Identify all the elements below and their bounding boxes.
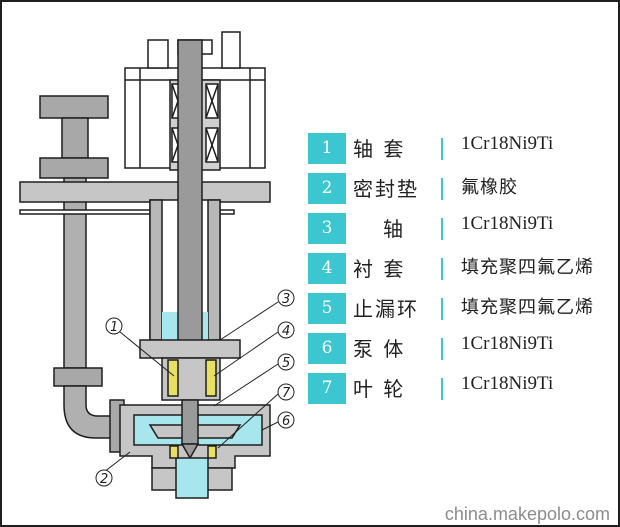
callout-5 [277,353,295,371]
part-name: 止漏环 [353,297,419,321]
part-number-badge: 4 [308,253,346,284]
part-name: 轴 套 [353,137,406,161]
part-material: 氟橡胶 [461,177,518,198]
part-material: 1Cr18Ni9Ti [461,213,554,234]
part-name: 衬 套 [353,257,406,281]
column-separator [441,138,443,160]
column-separator [441,258,443,280]
base-plate [19,181,271,203]
column-separator [441,378,443,400]
part-row: 7 叶 轮 1Cr18Ni9Ti [306,370,606,410]
part-name: 轴 [383,217,405,241]
pump-shaft [177,39,203,361]
callout-2-label: 2 [100,472,108,487]
part-row: 1 轴 套 1Cr18Ni9Ti [306,130,606,170]
part-number-badge: 2 [308,173,346,204]
part-row: 3 轴 1Cr18Ni9Ti [306,210,606,250]
callout-7 [277,383,295,401]
callout-2 [95,469,113,487]
pump-casing [119,399,271,499]
part-material: 1Cr18Ni9Ti [461,133,554,154]
callout-3-label: 3 [282,292,290,307]
part-number-badge: 7 [308,373,346,404]
part-material: 填充聚四氟乙烯 [461,257,594,278]
part-number-badge: 1 [308,133,346,164]
discharge-pipe [39,95,125,453]
callout-5-label: 5 [282,356,290,371]
part-name: 泵 体 [353,337,406,361]
column-separator [441,218,443,240]
callout-1-label: 1 [110,320,118,335]
part-row: 5 止漏环 填充聚四氟乙烯 [306,290,606,330]
part-row: 4 衬 套 填充聚四氟乙烯 [306,250,606,290]
parts-table: 1 轴 套 1Cr18Ni9Ti 2 密封垫 氟橡胶 3 轴 1Cr18Ni9T… [306,130,606,410]
part-number-badge: 3 [308,213,346,244]
part-row: 2 密封垫 氟橡胶 [306,170,606,210]
column-separator [441,338,443,360]
column-separator [441,298,443,320]
watermark: china.makepolo.com [444,504,610,524]
callout-1 [105,317,123,335]
part-name: 叶 轮 [353,377,406,401]
bushing-housing [139,339,241,401]
part-name: 密封垫 [353,177,419,201]
part-row: 6 泵 体 1Cr18Ni9Ti [306,330,606,370]
part-material: 1Cr18Ni9Ti [461,373,554,394]
callout-labels: 1 2 3 4 5 7 6 [95,289,295,487]
callout-4-label: 4 [282,324,290,339]
column-separator [441,178,443,200]
part-number-badge: 5 [308,293,346,324]
callout-6-label: 6 [282,414,290,429]
part-material: 1Cr18Ni9Ti [461,333,554,354]
part-material: 填充聚四氟乙烯 [461,297,594,318]
callout-4 [277,321,295,339]
callout-6 [277,411,295,429]
callout-7-label: 7 [282,386,291,401]
callout-3 [277,289,295,307]
part-number-badge: 6 [308,333,346,364]
